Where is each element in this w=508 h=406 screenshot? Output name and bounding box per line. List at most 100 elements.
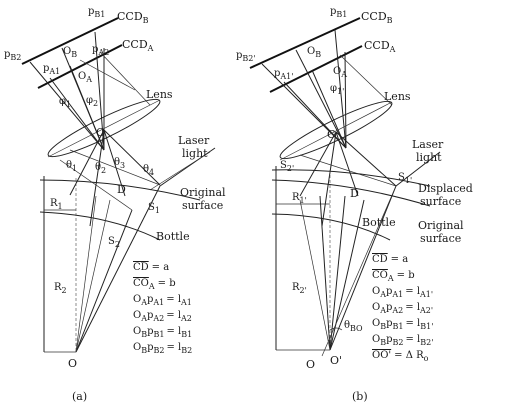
o-label-a: O bbox=[68, 357, 77, 370]
original-label-b: Original bbox=[418, 219, 464, 232]
panel-b: CCDB CCDA pB1 pB2' pA1' OB OA φ1' Lens C… bbox=[236, 6, 473, 403]
theta-bo-label-b: θBO bbox=[344, 320, 363, 333]
ray-a-12 bbox=[69, 129, 105, 196]
surface2-label-b: surface bbox=[420, 232, 461, 245]
eq-a-3: OApA1= lA1 bbox=[133, 294, 192, 307]
theta2-label-a: θ2 bbox=[95, 162, 106, 175]
r2-label-b: R2' bbox=[292, 282, 307, 295]
original-label-a: Original bbox=[180, 186, 226, 199]
p-b2-label-b: pB2' bbox=[236, 50, 256, 63]
lens-label-b: Lens bbox=[384, 90, 411, 103]
radius-a-2 bbox=[75, 209, 133, 353]
ccd-a-label-b: CCDA bbox=[364, 39, 396, 54]
theta-bo-arc bbox=[329, 327, 343, 331]
phi2-label-a: φ2 bbox=[86, 95, 98, 108]
lens-a bbox=[47, 98, 161, 158]
caption-b: (b) bbox=[352, 390, 368, 403]
radius-b-6 bbox=[321, 185, 397, 357]
ray-a-7 bbox=[99, 51, 151, 106]
ray-b-6 bbox=[344, 51, 347, 149]
radius-b-1 bbox=[329, 185, 397, 351]
radius-b-3 bbox=[329, 195, 346, 351]
c-label-b: C bbox=[327, 128, 335, 141]
s1-label-a: S1 bbox=[148, 202, 160, 215]
ccd-b-bar-b bbox=[249, 17, 361, 69]
ray-a-3 bbox=[94, 31, 105, 151]
surface-label-b: surface bbox=[420, 195, 461, 208]
ray-a-11 bbox=[89, 129, 105, 227]
panel-a: CCDB CCDA pB1 pB2 pA1 pA2 OB OA φ1 φ2 Le… bbox=[4, 6, 226, 403]
o-a-label-b: OA bbox=[333, 66, 347, 79]
laser-label-b: Laser bbox=[412, 138, 444, 151]
light-label-a: light bbox=[182, 147, 208, 160]
o-prime-label-b: O' bbox=[330, 354, 342, 367]
eq-a-4: OApA2= lA2 bbox=[133, 310, 192, 323]
d-label-b: D bbox=[350, 187, 359, 200]
o-label-b: O bbox=[306, 358, 315, 371]
ray-b-1 bbox=[261, 63, 347, 149]
lens-axis-b bbox=[279, 101, 393, 161]
ray-a-1 bbox=[29, 61, 105, 151]
eq-a-2: COA= b bbox=[133, 278, 176, 291]
ray-a-13 bbox=[69, 149, 161, 186]
lens-label-a: Lens bbox=[146, 88, 173, 101]
bottle-label-a: Bottle bbox=[156, 230, 190, 243]
ccd-a-bar-b bbox=[269, 45, 363, 93]
p-b2-label-a: pB2 bbox=[4, 49, 21, 62]
ray-b-12 bbox=[299, 154, 397, 187]
o-b-label-b: OB bbox=[307, 46, 321, 59]
caption-a: (a) bbox=[72, 390, 87, 403]
p-a2-label-a: pA2 bbox=[92, 44, 109, 57]
p-a1-label-b: pA1' bbox=[274, 68, 293, 81]
ray-a-14 bbox=[59, 159, 133, 211]
radius-a-1 bbox=[75, 185, 161, 353]
eq-b-7: OO'= Δ Ro bbox=[372, 350, 429, 363]
eq-b-4: OApA2= lA2' bbox=[372, 302, 433, 315]
ray-b-7 bbox=[339, 54, 393, 106]
eq-b-2: COA= b bbox=[372, 270, 415, 283]
eq-b-5: OBpB1= lB1' bbox=[372, 318, 433, 331]
equations-a: CD= a COA= b OApA1= lA1 OApA2= lA2 OBpB1… bbox=[133, 262, 192, 355]
lens-b bbox=[279, 100, 393, 160]
ray-b-9 bbox=[335, 131, 359, 197]
s2-label-b: S2' bbox=[280, 160, 294, 173]
ray-b-11 bbox=[299, 131, 337, 197]
theta3-label-a: θ3 bbox=[114, 157, 125, 170]
eq-b-6: OBpB2= lB2' bbox=[372, 334, 433, 347]
p-b1-label-a: pB1 bbox=[88, 6, 105, 19]
r1-label-a: R1 bbox=[50, 198, 63, 211]
displaced-surface-b bbox=[271, 169, 431, 187]
original-surface-b bbox=[271, 179, 431, 207]
bottle-label-b: Bottle bbox=[362, 216, 396, 229]
bottle-surface-b bbox=[271, 213, 391, 241]
ccd-a-label-a: CCDA bbox=[122, 38, 154, 53]
eq-b-1: CD= a bbox=[372, 254, 408, 265]
ray-b-10 bbox=[321, 131, 337, 227]
original-surface-a bbox=[39, 179, 201, 201]
eq-b-3: OApA1= lA1' bbox=[372, 286, 433, 299]
lens-axis-a bbox=[47, 99, 161, 158]
radius-b-5 bbox=[299, 199, 331, 351]
s1-label-b: S1' bbox=[398, 172, 412, 185]
laser-beam-a-2 bbox=[149, 151, 211, 191]
ray-a-5 bbox=[69, 65, 105, 151]
ray-b-5 bbox=[311, 69, 347, 149]
s2-label-a: S2 bbox=[108, 236, 120, 249]
radius-a-4 bbox=[75, 195, 97, 353]
ccd-b-bar-a bbox=[21, 17, 119, 65]
theta1-label-a: θ1 bbox=[66, 160, 77, 173]
ray-a-9 bbox=[103, 129, 161, 186]
surface-label-a: surface bbox=[182, 199, 223, 212]
ray-b-2 bbox=[295, 49, 347, 149]
p-b1-label-b: pB1 bbox=[330, 6, 347, 19]
r2-label-a: R2 bbox=[54, 282, 67, 295]
bottle-surface-a bbox=[39, 211, 161, 241]
c-label-a: C bbox=[96, 126, 104, 139]
theta4-label-a: θ4 bbox=[143, 164, 154, 177]
phi1-label-b: φ1' bbox=[330, 83, 344, 96]
eq-a-6: OBpB2= lB2 bbox=[133, 342, 192, 355]
ccd-b-label-b: CCDB bbox=[361, 10, 393, 25]
r1-label-b: R1' bbox=[292, 192, 307, 205]
p-a1-label-a: pA1 bbox=[43, 63, 60, 76]
